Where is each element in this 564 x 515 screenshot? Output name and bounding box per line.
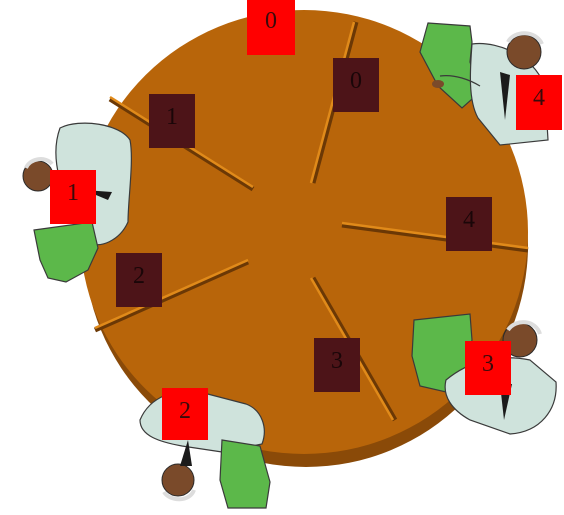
- paper-icon: [33, 221, 99, 283]
- chopstick-label-2: 2: [116, 253, 162, 307]
- philosopher-label-0: 0: [247, 0, 295, 55]
- philosopher-label-1: 1: [50, 170, 96, 224]
- head: [161, 463, 195, 497]
- chopstick-2: [93, 258, 250, 333]
- paper-icon: [219, 439, 271, 509]
- chopstick-label-4: 4: [446, 197, 492, 251]
- head: [506, 34, 542, 70]
- philosopher-4-figure: [419, 22, 549, 146]
- philosopher-3-figure: [411, 313, 557, 435]
- philosopher-label-4: 4: [516, 75, 562, 130]
- chopstick-label-3: 3: [314, 338, 360, 392]
- chopstick-label-1: 1: [149, 94, 195, 148]
- chopstick-label-0: 0: [333, 58, 379, 112]
- chopstick-4: [341, 221, 529, 253]
- philosopher-label-3: 3: [465, 341, 511, 395]
- philosopher-label-2: 2: [162, 388, 208, 440]
